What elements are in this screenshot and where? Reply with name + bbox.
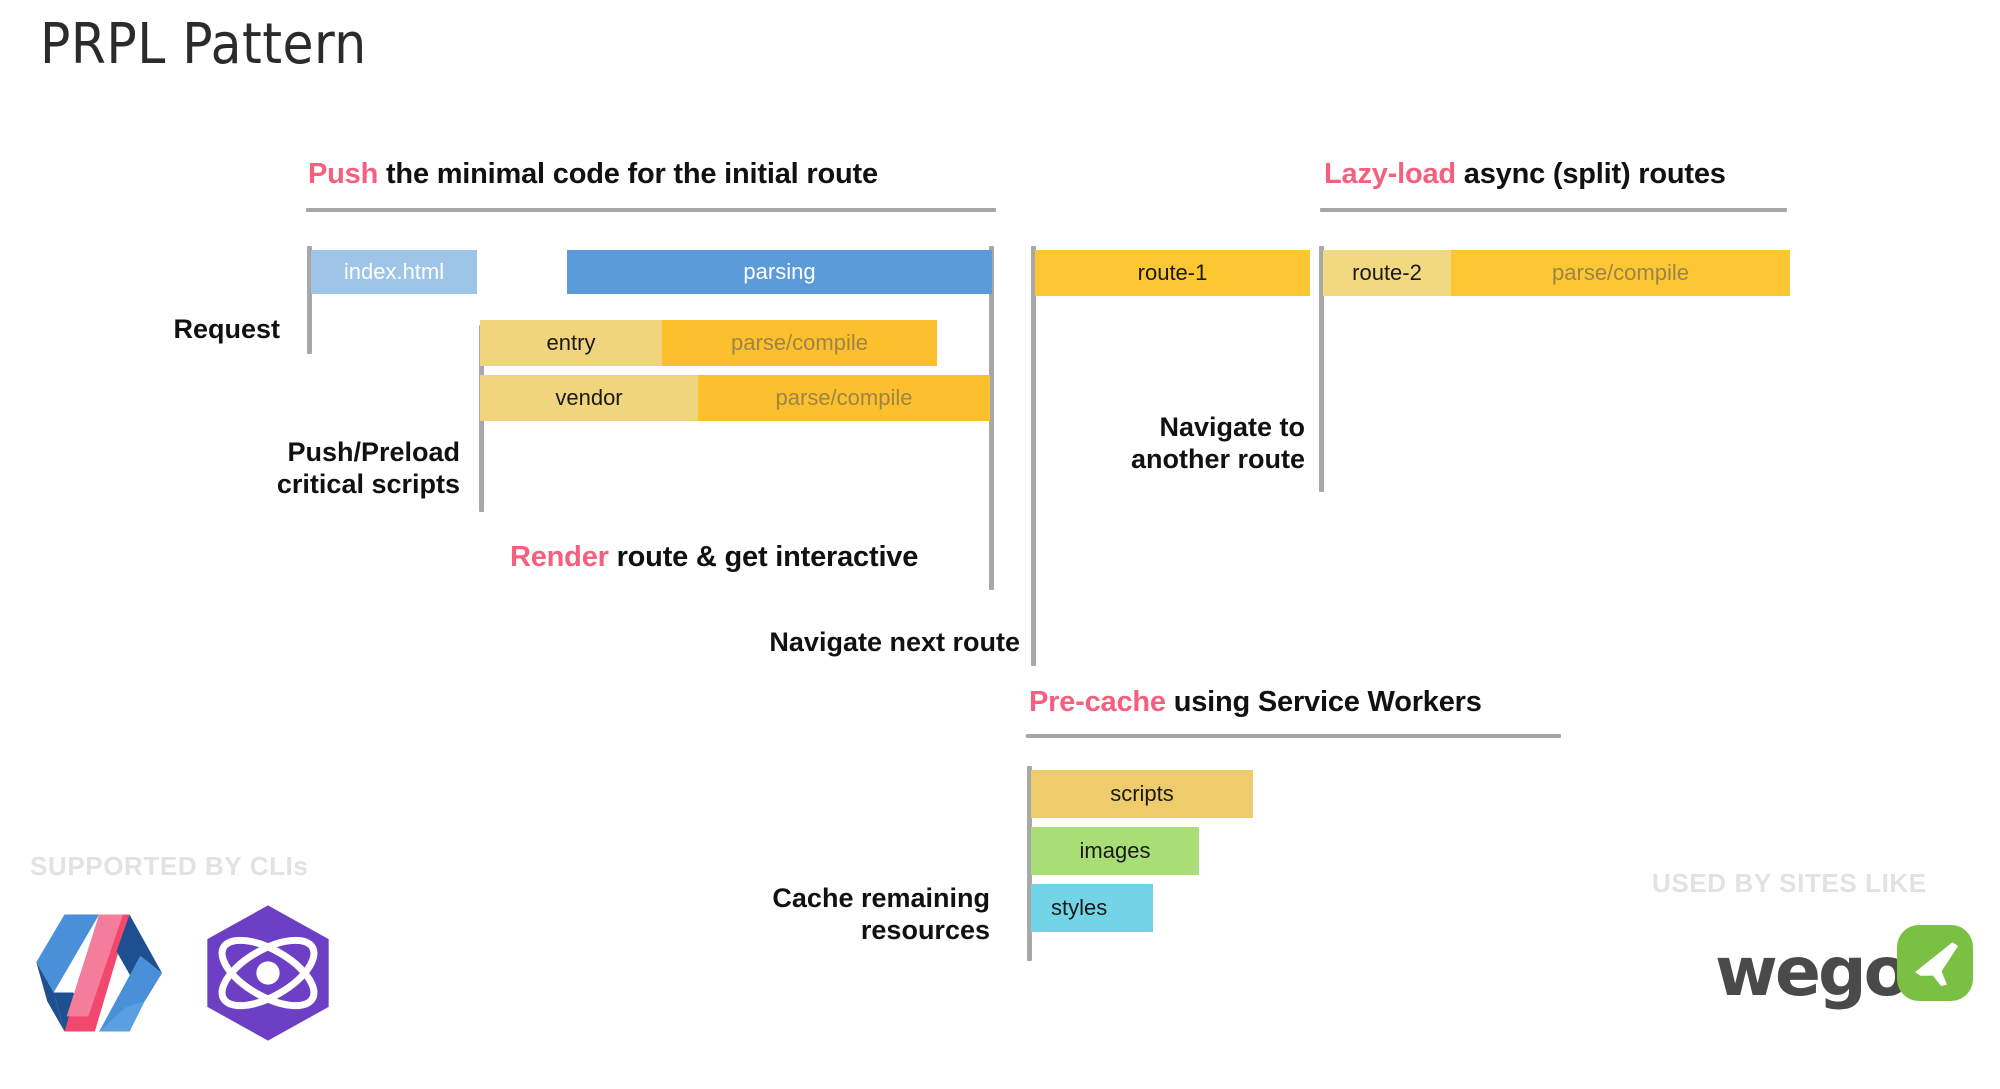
section-rest-render: route & get interactive xyxy=(608,541,919,573)
bar-route-2: route-2 parse/compile xyxy=(1323,250,1790,296)
label-navigate-another: Navigate to another route xyxy=(1130,412,1305,474)
preact-logo xyxy=(198,903,338,1043)
section-rest-lazyload: async (split) routes xyxy=(1455,158,1726,190)
bar-segment-route-2-parse-compile: parse/compile xyxy=(1451,250,1790,296)
section-rest-push: the minimal code for the initial route xyxy=(378,158,878,190)
bar-styles: styles xyxy=(1031,884,1153,932)
section-heading-push: Push the minimal code for the initial ro… xyxy=(308,158,878,191)
airplane-icon xyxy=(1915,942,1959,986)
bar-segment-parsing-label: parsing xyxy=(743,259,816,284)
section-rule-precache xyxy=(1026,734,1561,738)
section-heading-lazyload: Lazy-load async (split) routes xyxy=(1324,158,1726,191)
guide-line-precache xyxy=(1027,766,1032,961)
wego-logo: wego xyxy=(1715,925,1975,1035)
polymer-logo xyxy=(32,908,162,1038)
guide-line-navigate-next xyxy=(1031,246,1036,666)
label-navigate-next: Navigate next route xyxy=(769,627,1020,657)
bar-segment-scripts-label: scripts xyxy=(1110,781,1174,806)
bar-segment-route-2-label: route-2 xyxy=(1323,250,1451,296)
section-keyword-push: Push xyxy=(308,158,379,190)
bar-segment-index-html-label: index.html xyxy=(343,259,445,284)
section-rule-lazyload xyxy=(1320,208,1787,212)
guide-line-request xyxy=(307,246,312,354)
bar-parsing: parsing xyxy=(567,250,992,294)
bar-segment-vendor-parse-compile: parse/compile xyxy=(698,375,990,421)
wego-plane-badge xyxy=(1897,925,1973,1001)
wego-wordmark: wego xyxy=(1715,933,1910,1012)
bar-entry: entry parse/compile xyxy=(480,320,937,366)
bar-segment-entry-parse-compile: parse/compile xyxy=(662,320,937,366)
bar-segment-entry-label: entry xyxy=(480,320,662,366)
guide-line-render xyxy=(989,246,994,590)
bar-route-1: route-1 xyxy=(1035,250,1310,296)
bar-segment-styles-label: styles xyxy=(1051,895,1108,920)
bar-segment-route-1-label: route-1 xyxy=(1137,260,1208,285)
guide-line-navigate-another xyxy=(1319,246,1324,492)
label-request: Request xyxy=(173,314,280,344)
section-heading-render: Render route & get interactive xyxy=(510,541,918,574)
page-title: PRPL Pattern xyxy=(40,12,367,77)
section-keyword-render: Render xyxy=(510,541,609,573)
bar-segment-images-label: images xyxy=(1079,838,1151,863)
footer-caption-used-by: USED BY SITES LIKE xyxy=(1652,868,1927,898)
bar-images: images xyxy=(1031,827,1199,875)
bar-index-html: index.html xyxy=(311,250,477,294)
bar-segment-vendor-label: vendor xyxy=(480,375,698,421)
bar-scripts: scripts xyxy=(1031,770,1253,818)
label-cache-remaining: Cache remaining resources xyxy=(772,883,990,945)
section-keyword-lazyload: Lazy-load xyxy=(1324,158,1456,190)
footer-caption-supported-by: SUPPORTED BY CLIs xyxy=(30,851,309,881)
section-rule-push xyxy=(306,208,996,212)
section-keyword-precache: Pre-cache xyxy=(1029,686,1166,718)
section-rest-precache: using Service Workers xyxy=(1165,686,1482,718)
label-push-preload: Push/Preload critical scripts xyxy=(276,437,460,499)
bar-vendor: vendor parse/compile xyxy=(480,375,990,421)
section-heading-precache: Pre-cache using Service Workers xyxy=(1029,686,1482,719)
